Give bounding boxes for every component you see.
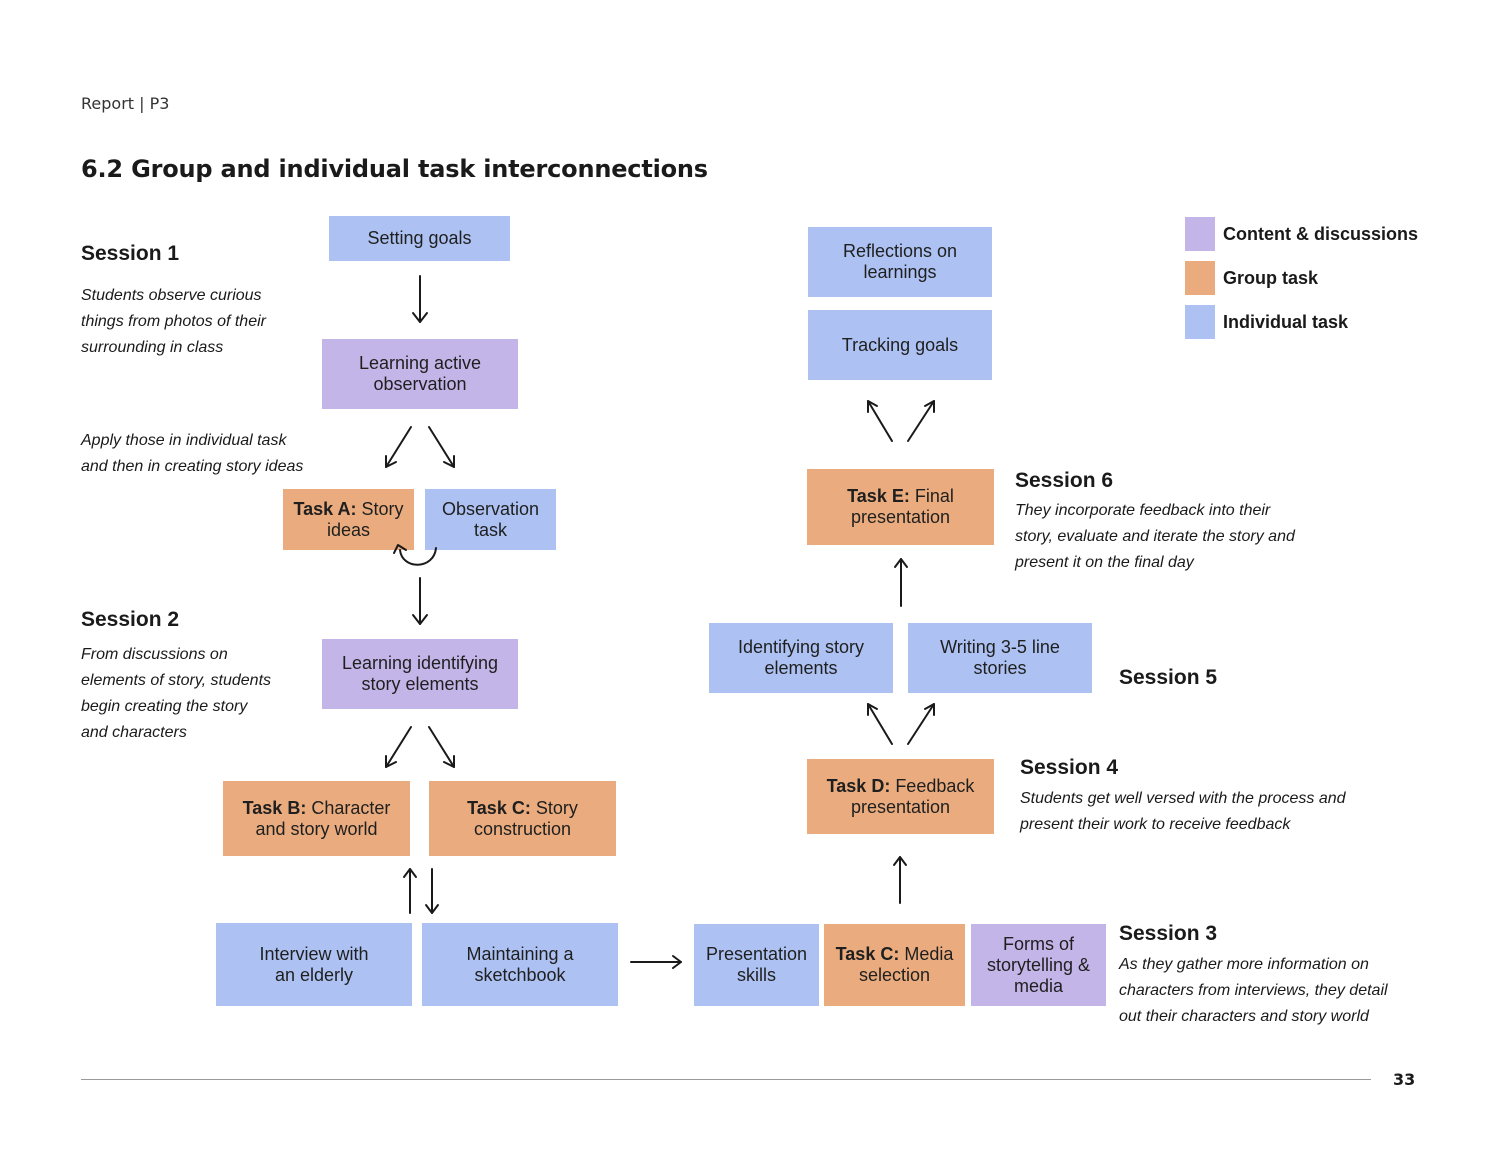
legend-swatch-content [1185,217,1215,251]
arrow-diagonal-up-right [907,400,935,442]
session-2-desc: From discussions on elements of story, s… [81,646,272,741]
page-number: 33 [1393,1070,1416,1089]
arrow-right [630,955,682,969]
arrow-diagonal-down-right [428,726,455,768]
legend-group-task: Group task [1185,261,1318,295]
arrow-up [894,558,908,607]
session-6-title: Session 6 [1015,469,1114,492]
session-4-desc: Students get well versed with the proces… [1020,790,1346,833]
session-1-note: Apply those in individual task and then … [81,432,304,475]
legend-swatch-group [1185,261,1215,295]
arrow-up [893,856,907,904]
arrow-diagonal-down-right [428,426,455,468]
legend-individual-task: Individual task [1185,305,1348,339]
legend-label: Content & discussions [1223,223,1419,244]
arrow-loop [393,544,437,566]
session-6-desc: They incorporate feedback into their sto… [1015,502,1295,571]
session-1-title: Session 1 [81,242,180,265]
arrow-diagonal-down-left [385,426,412,468]
session-1-desc: Students observe curious things from pho… [81,287,266,356]
arrow-down [412,275,428,323]
arrow-diagonal-up-left [867,400,893,442]
arrow-down [412,577,428,625]
session-3-title: Session 3 [1119,922,1218,945]
session-2-title: Session 2 [81,608,180,631]
legend-swatch-individual [1185,305,1215,339]
footer-divider [81,1079,1371,1080]
arrow-down [425,868,439,914]
legend-label: Individual task [1223,311,1349,332]
arrow-up [403,868,417,914]
session-4-title: Session 4 [1020,756,1119,779]
node-tracking-goals: Tracking goals [808,310,992,380]
arrow-diagonal-down-left [385,726,412,768]
legend-content-discussions: Content & discussions [1185,217,1418,251]
arrow-diagonal-up-right [907,703,935,745]
section-title: 6.2 Group and individual task interconne… [81,155,708,183]
session-3-desc: As they gather more information on chara… [1119,956,1388,1025]
session-5-title: Session 5 [1119,666,1218,689]
legend-label: Group task [1223,267,1319,288]
running-header: Report | P3 [81,94,170,113]
arrow-diagonal-up-left [867,703,893,745]
node-setting-goals: Setting goals [329,216,510,261]
